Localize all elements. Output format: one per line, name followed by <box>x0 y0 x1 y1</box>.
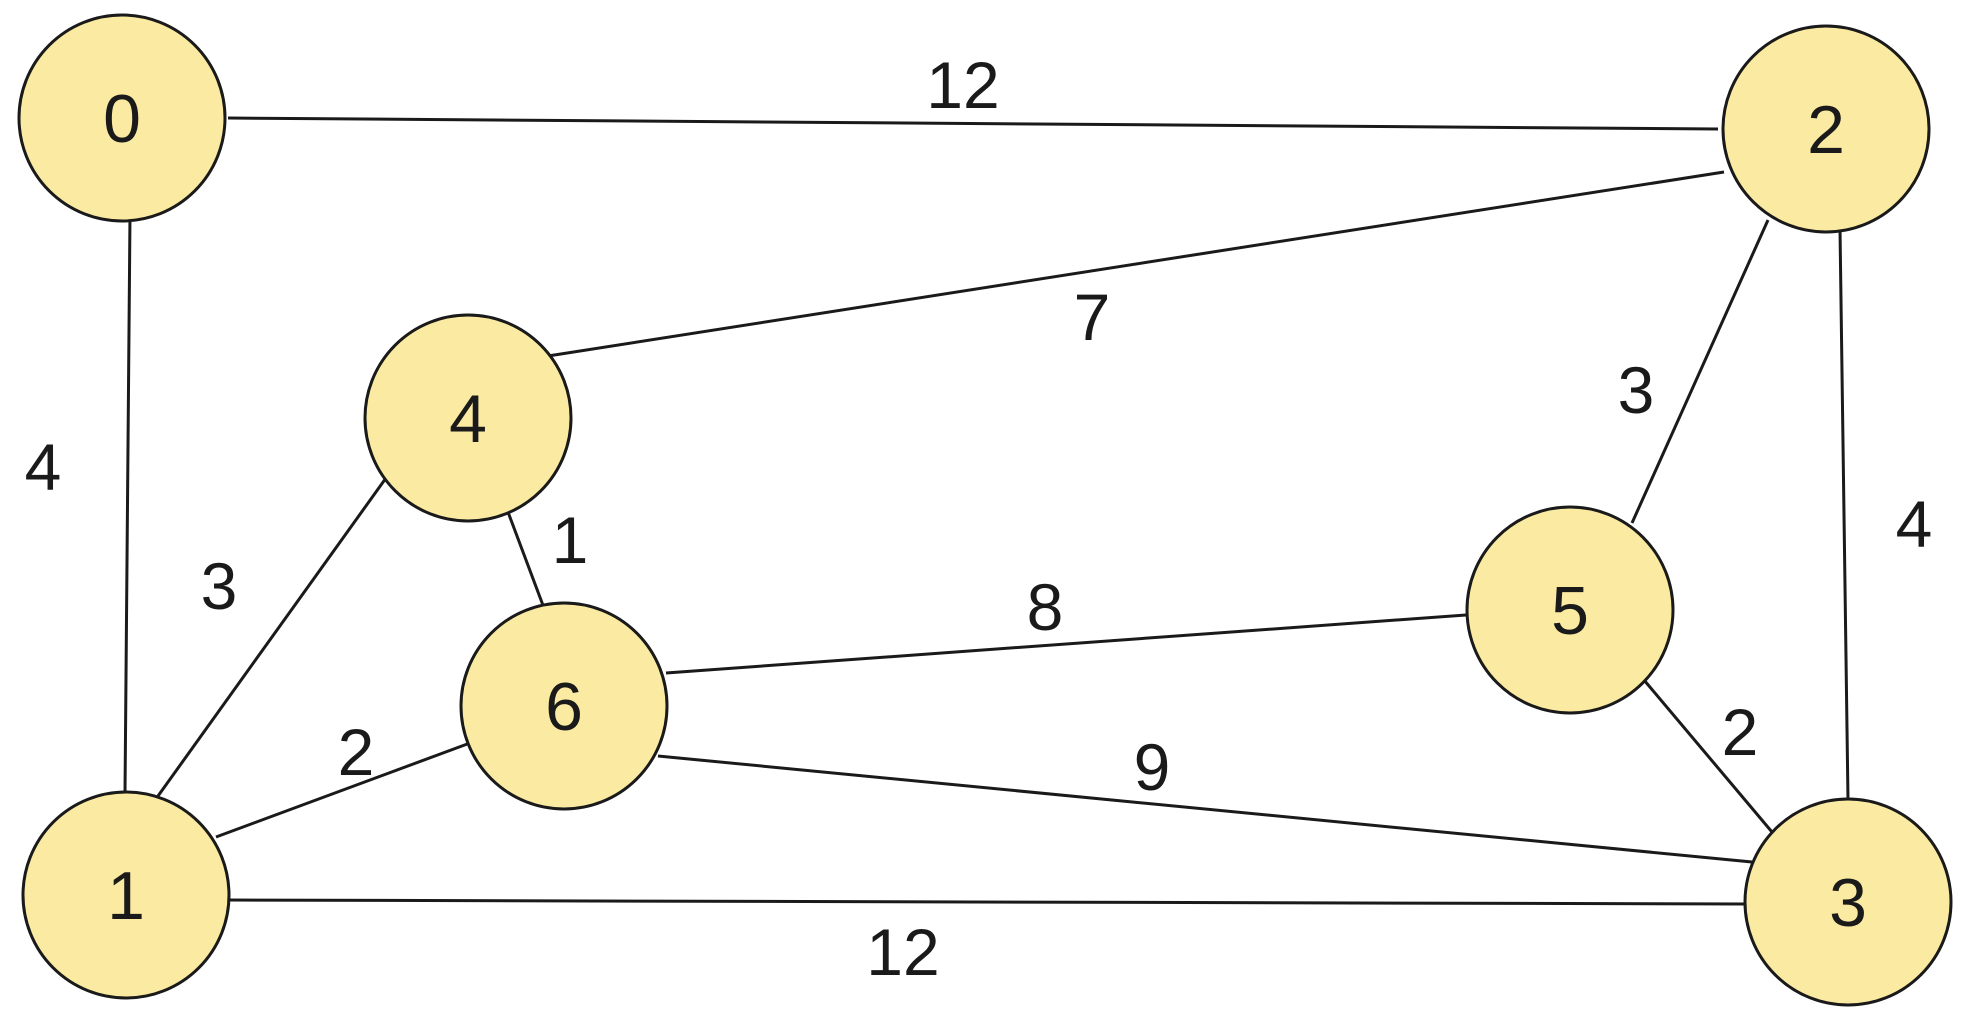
node-4-label: 4 <box>449 381 487 457</box>
node-4: 4 <box>363 313 573 523</box>
node-3-circle <box>1743 797 1953 1007</box>
node-5-circle <box>1465 505 1675 715</box>
edge-2-4 <box>547 170 1725 358</box>
node-3: 3 <box>1743 797 1953 1007</box>
weight-label-2-3: 4 <box>1896 487 1933 561</box>
node-4-circle <box>363 313 573 523</box>
node-5-label: 5 <box>1551 573 1589 649</box>
weight-label-2-4: 7 <box>1074 280 1111 354</box>
node-6-circle <box>459 601 669 811</box>
node-1-circle <box>21 790 231 1000</box>
node-2-circle <box>1721 24 1931 234</box>
edge-6-3 <box>657 754 1753 864</box>
weight-label-6-5: 8 <box>1027 570 1064 644</box>
edge-2-5 <box>1630 219 1770 524</box>
weight-label-0-1: 4 <box>25 430 62 504</box>
node-1-label: 1 <box>107 858 145 934</box>
weight-label-6-1: 2 <box>338 715 375 789</box>
edge-0-1 <box>123 214 132 794</box>
edge-5-3 <box>1642 679 1774 833</box>
edge-6-5 <box>665 613 1467 675</box>
weight-label-2-5: 3 <box>1618 353 1655 427</box>
weight-label-1-3: 12 <box>866 915 939 989</box>
node-5: 5 <box>1465 505 1675 715</box>
weight-label-4-6: 1 <box>552 503 589 577</box>
node-3-label: 3 <box>1829 865 1867 941</box>
node-0: 0 <box>17 13 227 223</box>
weight-label-6-3: 9 <box>1134 730 1171 804</box>
edge-0-2 <box>227 116 1719 131</box>
edge-1-3 <box>229 898 1747 906</box>
edge-4-1 <box>156 477 388 797</box>
node-6-label: 6 <box>545 669 583 745</box>
edge-4-6 <box>506 511 546 609</box>
weight-label-0-2: 12 <box>926 48 999 122</box>
node-0-circle <box>17 13 227 223</box>
edges <box>123 116 1850 906</box>
node-0-label: 0 <box>103 81 141 157</box>
edge-weights: 12 4 7 3 4 3 1 8 2 9 2 12 <box>25 48 1933 989</box>
edge-2-3 <box>1838 228 1850 801</box>
weight-label-5-3: 2 <box>1722 695 1759 769</box>
node-2-label: 2 <box>1807 92 1845 168</box>
nodes: 0 1 2 3 4 5 6 <box>17 13 1953 1007</box>
weight-label-4-1: 3 <box>201 549 238 623</box>
node-2: 2 <box>1721 24 1931 234</box>
node-6: 6 <box>459 601 669 811</box>
edge-6-1 <box>215 741 471 839</box>
node-1: 1 <box>21 790 231 1000</box>
